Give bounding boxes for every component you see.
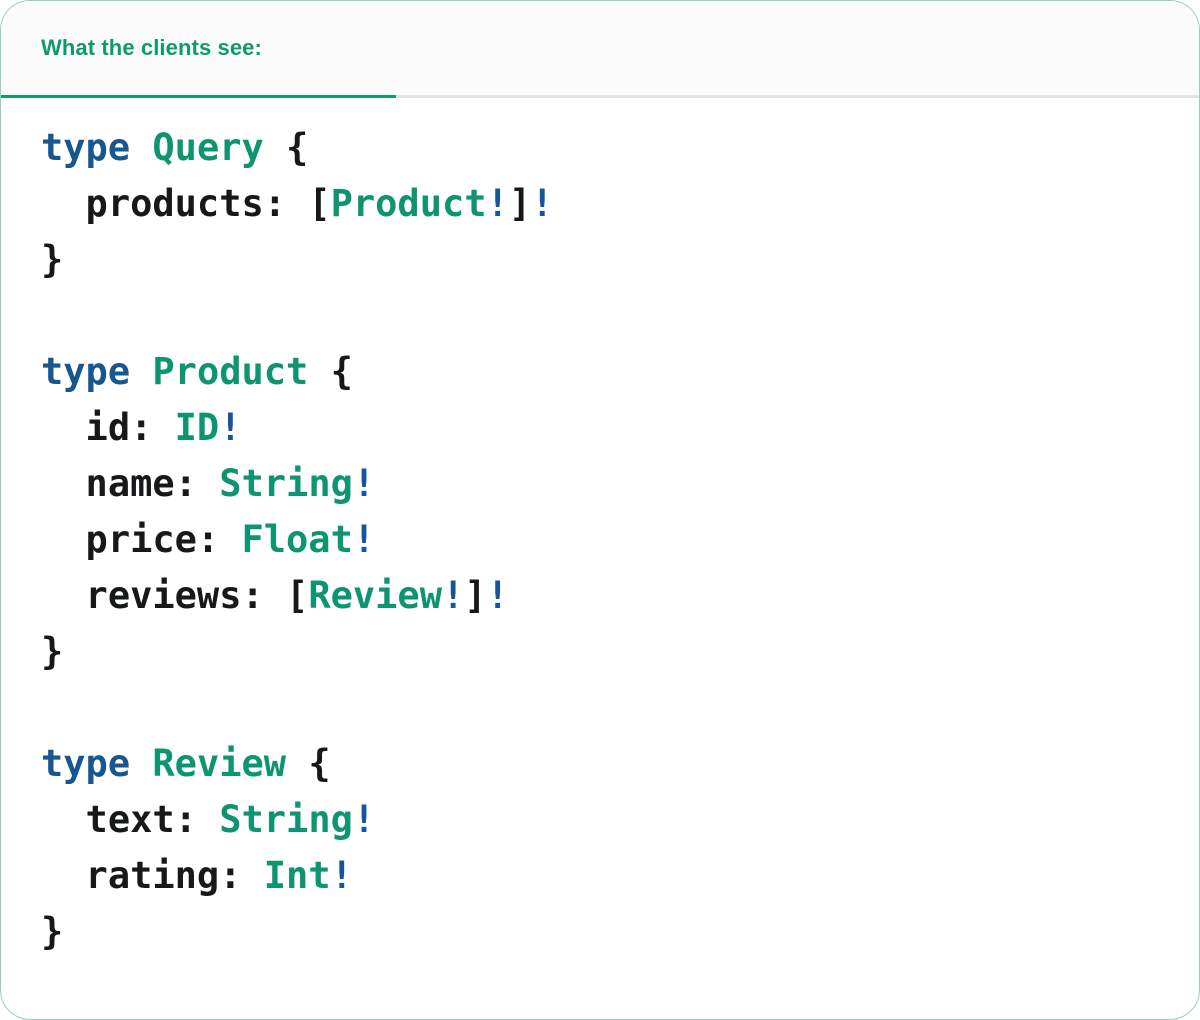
token-keyword: type bbox=[41, 126, 131, 169]
token-punctuation: } bbox=[41, 910, 64, 953]
token-punctuation: { bbox=[263, 126, 309, 169]
token-punctuation: } bbox=[41, 238, 64, 281]
graphql-schema-code: type Query { products: [Product!]!} type… bbox=[1, 98, 1199, 960]
token-non-null: ! bbox=[352, 518, 376, 561]
token-punctuation bbox=[130, 126, 152, 169]
token-type-name: ID bbox=[174, 406, 220, 449]
code-line: reviews: [Review!]! bbox=[41, 568, 1199, 624]
token-field-name: name: bbox=[41, 462, 220, 505]
code-line: price: Float! bbox=[41, 512, 1199, 568]
token-field-name: text: bbox=[41, 798, 220, 841]
token-punctuation: } bbox=[41, 630, 64, 673]
token-non-null: ! bbox=[352, 798, 376, 841]
token-non-null: ! bbox=[441, 574, 465, 617]
token-punctuation: [ bbox=[308, 182, 331, 225]
code-line bbox=[41, 288, 1199, 344]
code-line: rating: Int! bbox=[41, 848, 1199, 904]
tab-label: What the clients see: bbox=[41, 35, 262, 60]
code-line: name: String! bbox=[41, 456, 1199, 512]
code-line: type Product { bbox=[41, 344, 1199, 400]
token-keyword: type bbox=[41, 350, 131, 393]
token-punctuation: [ bbox=[286, 574, 309, 617]
token-field-name: products: bbox=[41, 182, 309, 225]
code-line: } bbox=[41, 904, 1199, 960]
token-non-null: ! bbox=[486, 574, 509, 617]
token-punctuation bbox=[130, 742, 152, 785]
token-type-name: Product bbox=[330, 182, 487, 225]
code-line: } bbox=[41, 624, 1199, 680]
tab-what-the-clients-see[interactable]: What the clients see: bbox=[1, 1, 396, 98]
token-type-name: Product bbox=[152, 350, 309, 393]
token-non-null: ! bbox=[531, 182, 554, 225]
token-punctuation: { bbox=[308, 350, 353, 393]
token-field-name: rating: bbox=[41, 854, 264, 897]
code-line: text: String! bbox=[41, 792, 1199, 848]
code-line: id: ID! bbox=[41, 400, 1199, 456]
token-field-name: price: bbox=[41, 518, 242, 561]
token-punctuation: ] bbox=[508, 182, 532, 225]
code-line: type Query { bbox=[41, 120, 1199, 176]
code-line: products: [Product!]! bbox=[41, 176, 1199, 232]
token-type-name: Query bbox=[152, 126, 264, 169]
token-type-name: Int bbox=[263, 854, 331, 897]
token-field-name: id: bbox=[41, 406, 175, 449]
token-type-name: String bbox=[219, 462, 353, 505]
code-line: type Review { bbox=[41, 736, 1199, 792]
token-non-null: ! bbox=[486, 182, 509, 225]
token-type-name: Review bbox=[308, 574, 442, 617]
token-non-null: ! bbox=[219, 406, 242, 449]
token-keyword: type bbox=[41, 742, 131, 785]
token-non-null: ! bbox=[352, 462, 376, 505]
token-punctuation: ] bbox=[464, 574, 487, 617]
token-type-name: Review bbox=[152, 742, 287, 785]
token-punctuation: { bbox=[286, 742, 331, 785]
token-type-name: String bbox=[219, 798, 353, 841]
tab-bar: What the clients see: bbox=[1, 1, 1199, 98]
token-field-name: reviews: bbox=[41, 574, 287, 617]
code-line: } bbox=[41, 232, 1199, 288]
token-punctuation bbox=[130, 350, 152, 393]
token-non-null: ! bbox=[330, 854, 353, 897]
code-line bbox=[41, 680, 1199, 736]
token-type-name: Float bbox=[241, 518, 353, 561]
